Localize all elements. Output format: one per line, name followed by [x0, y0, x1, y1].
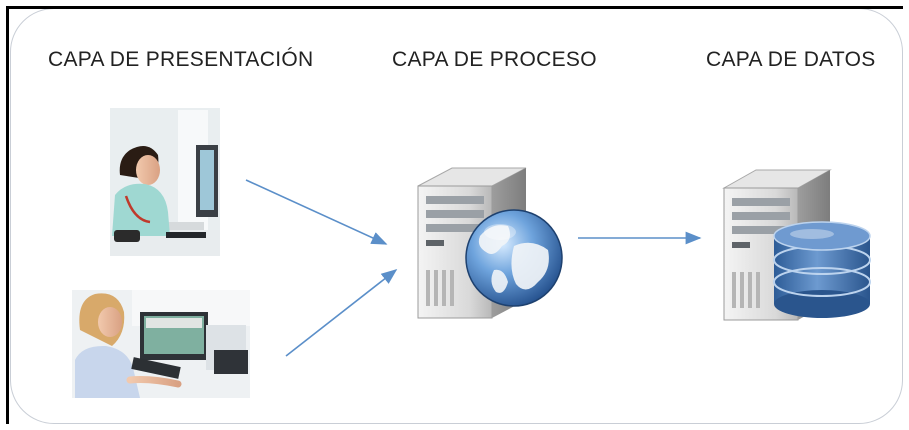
frame-border [6, 6, 903, 424]
student-photo [72, 290, 250, 398]
data-layer-title: CAPA DE DATOS [706, 48, 876, 71]
arrow-presentation-bottom-to-process [285, 269, 398, 357]
nurse-photo [110, 108, 220, 256]
presentation-layer-title: CAPA DE PRESENTACIÓN [48, 48, 314, 71]
database-server-icon [722, 169, 871, 321]
web-server-icon [417, 167, 563, 319]
arrow-presentation-top-to-process [245, 179, 388, 245]
process-layer-title: CAPA DE PROCESO [392, 48, 597, 71]
database-cylinder-icon [773, 221, 871, 318]
